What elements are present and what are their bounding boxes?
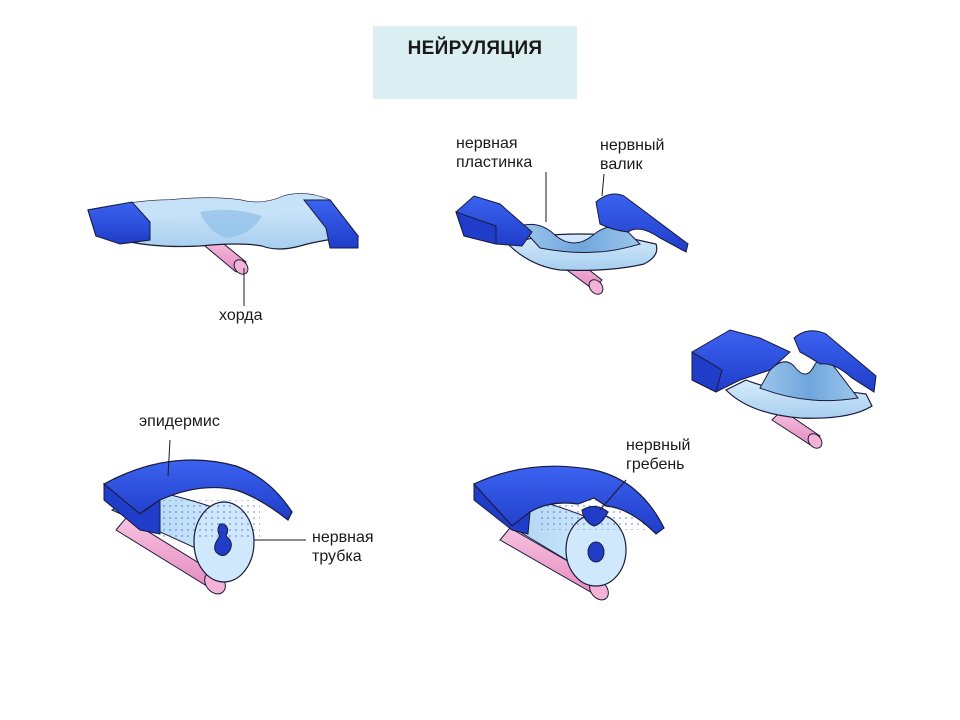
label-neural-plate-line2: пластинка: [456, 154, 533, 171]
page-title: НЕЙРУЛЯЦИЯ: [407, 38, 543, 59]
leader-neural-crest: [599, 479, 627, 511]
fold-right-2: [595, 193, 689, 253]
leader-epidermis: [167, 439, 171, 477]
label-neural-tube-line2: трубка: [312, 548, 362, 565]
label-epidermis: эпидермис: [139, 413, 220, 430]
tube-lumen-5: [587, 541, 605, 563]
label-neural-fold-line2: валик: [600, 156, 643, 173]
ectoderm-left-1: [87, 201, 151, 245]
crest-cells-4: [160, 500, 260, 540]
label-neural-fold-line1: нервный: [600, 137, 665, 154]
epidermis-front-4: [103, 482, 161, 535]
label-neural-crest-line1: нервный: [626, 437, 691, 454]
stage-4-neural-tube: [102, 439, 306, 595]
stage-2-neural-folds: [455, 172, 689, 295]
label-chorda: хорда: [219, 307, 263, 324]
ectoderm-right-1: [302, 199, 359, 249]
stage-3-neural-groove: [691, 329, 877, 449]
neural-crest-blob-5: [581, 506, 609, 527]
fold-right-3: [793, 330, 877, 393]
plate-top-1: [88, 193, 330, 222]
stage-1-neural-plate: [87, 193, 360, 275]
title-box: НЕЙРУЛЯЦИЯ: [373, 26, 577, 99]
ectoderm-front-5: [473, 482, 531, 535]
stage-5-neural-crest: [473, 465, 665, 601]
fold-left-face-3: [691, 351, 723, 393]
fold-left-face-2: [455, 211, 497, 245]
label-neural-crest-line2: гребень: [626, 456, 685, 473]
leader-neural-fold: [601, 173, 605, 197]
label-neural-tube-line1: нервная: [312, 529, 374, 546]
label-neural-plate-line1: нервная: [456, 135, 518, 152]
plate-groove-1: [200, 209, 262, 238]
